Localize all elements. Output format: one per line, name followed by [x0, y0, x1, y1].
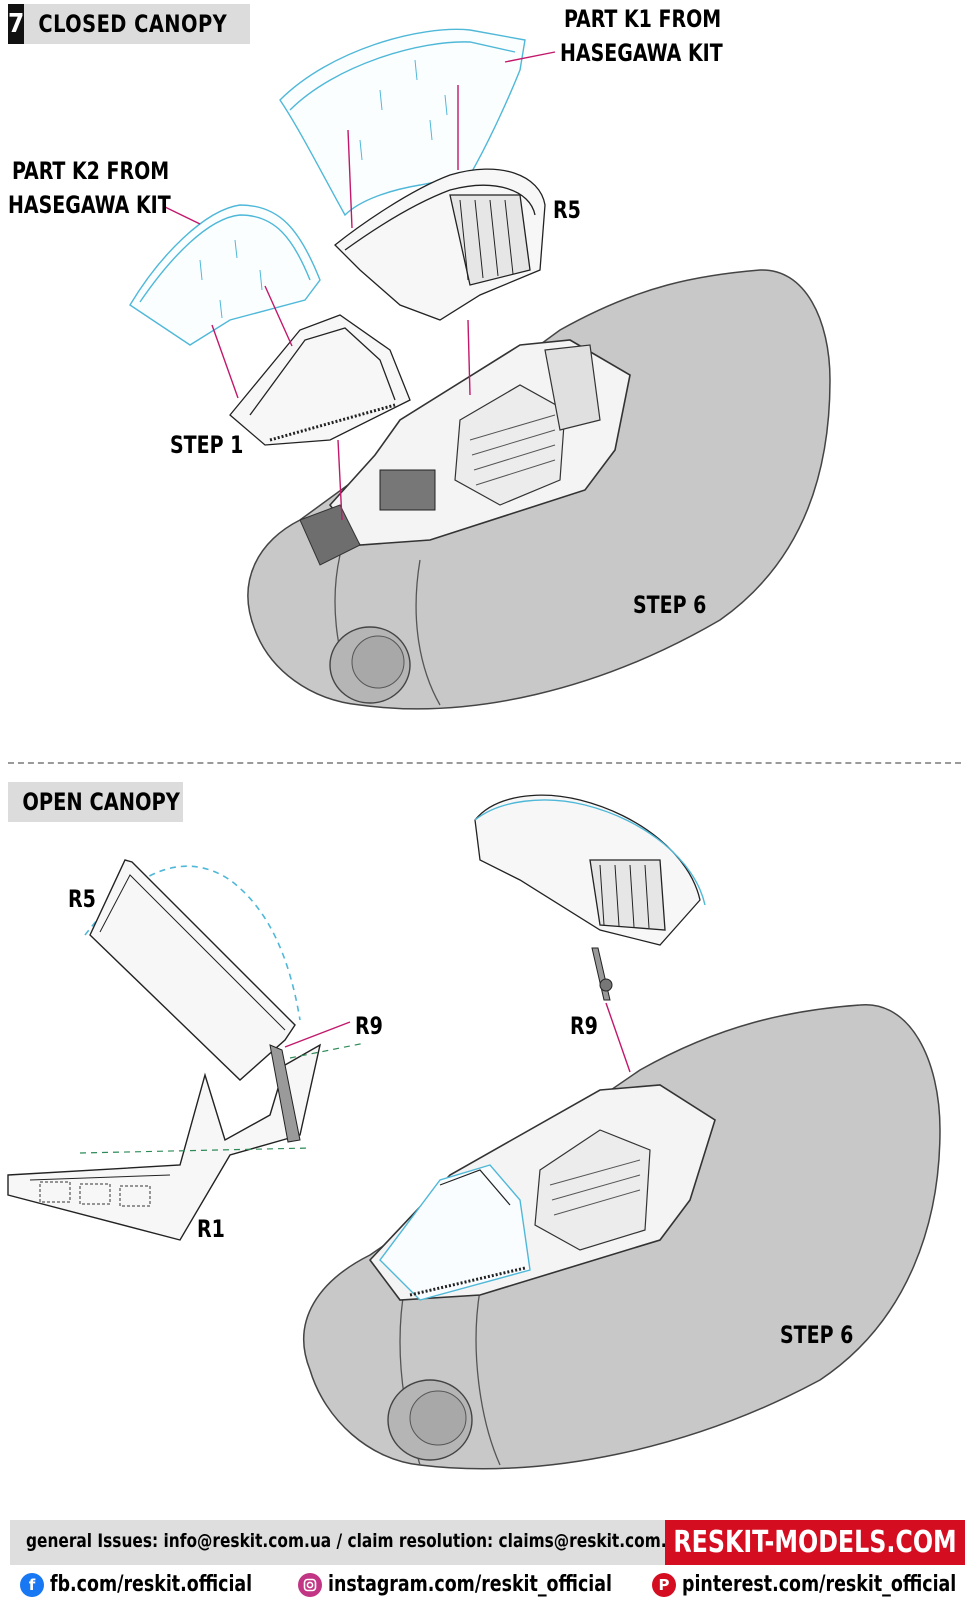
brand-text: RESKIT-MODELS.COM	[673, 1525, 957, 1560]
social-facebook[interactable]: f fb.com/reskit.official	[20, 1572, 280, 1597]
social-pinterest[interactable]: P pinterest.com/reskit_official	[652, 1572, 969, 1597]
label-step6-top: STEP 6	[633, 591, 707, 619]
facebook-link[interactable]: fb.com/reskit.official	[50, 1572, 253, 1597]
step-header: 7 CLOSED CANOPY	[8, 4, 250, 44]
label-part-k2-line2: HASEGAWA KIT	[8, 191, 171, 219]
label-step6-bottom: STEP 6	[780, 1321, 854, 1349]
label-part-k1-line2: HASEGAWA KIT	[560, 39, 723, 67]
label-step1: STEP 1	[170, 431, 244, 459]
label-r9-left: R9	[355, 1012, 383, 1040]
label-part-k2-line1: PART K2 FROM	[12, 157, 170, 185]
canopy-frame-r5-top	[334, 168, 546, 321]
label-r1: R1	[197, 1215, 225, 1243]
open-canopy-header: OPEN CANOPY	[8, 782, 183, 822]
instagram-link[interactable]: instagram.com/reskit_official	[328, 1572, 612, 1597]
windscreen-k2-top	[129, 204, 321, 346]
footer-contact: general Issues: info@reskit.com.ua / cla…	[26, 1530, 688, 1552]
open-canopy-detail	[7, 859, 366, 1241]
label-r5-bottom: R5	[68, 885, 96, 913]
label-part-k1-line1: PART K1 FROM	[564, 5, 722, 33]
windscreen-frame-step1	[229, 314, 411, 446]
canopy-frame-r5-bottom	[474, 794, 706, 946]
brand-banner[interactable]: RESKIT-MODELS.COM	[665, 1520, 965, 1565]
strut-r9	[591, 947, 631, 1073]
open-canopy-title: OPEN CANOPY	[22, 788, 180, 816]
fuselage-nose-bottom	[303, 1004, 941, 1470]
facebook-icon: f	[20, 1572, 44, 1597]
pinterest-link[interactable]: pinterest.com/reskit_official	[682, 1572, 957, 1597]
section-divider	[8, 762, 961, 764]
label-r9-right: R9	[570, 1012, 598, 1040]
instagram-icon	[298, 1572, 322, 1597]
social-instagram[interactable]: instagram.com/reskit_official	[298, 1572, 651, 1597]
pinterest-icon: P	[652, 1572, 676, 1597]
label-r5-top: R5	[553, 196, 581, 224]
step-title: CLOSED CANOPY	[38, 10, 228, 38]
fuselage-nose-top	[247, 269, 831, 710]
canopy-k1-top	[279, 28, 526, 217]
step-number: 7	[8, 4, 25, 44]
leader-lines-top	[164, 51, 556, 521]
